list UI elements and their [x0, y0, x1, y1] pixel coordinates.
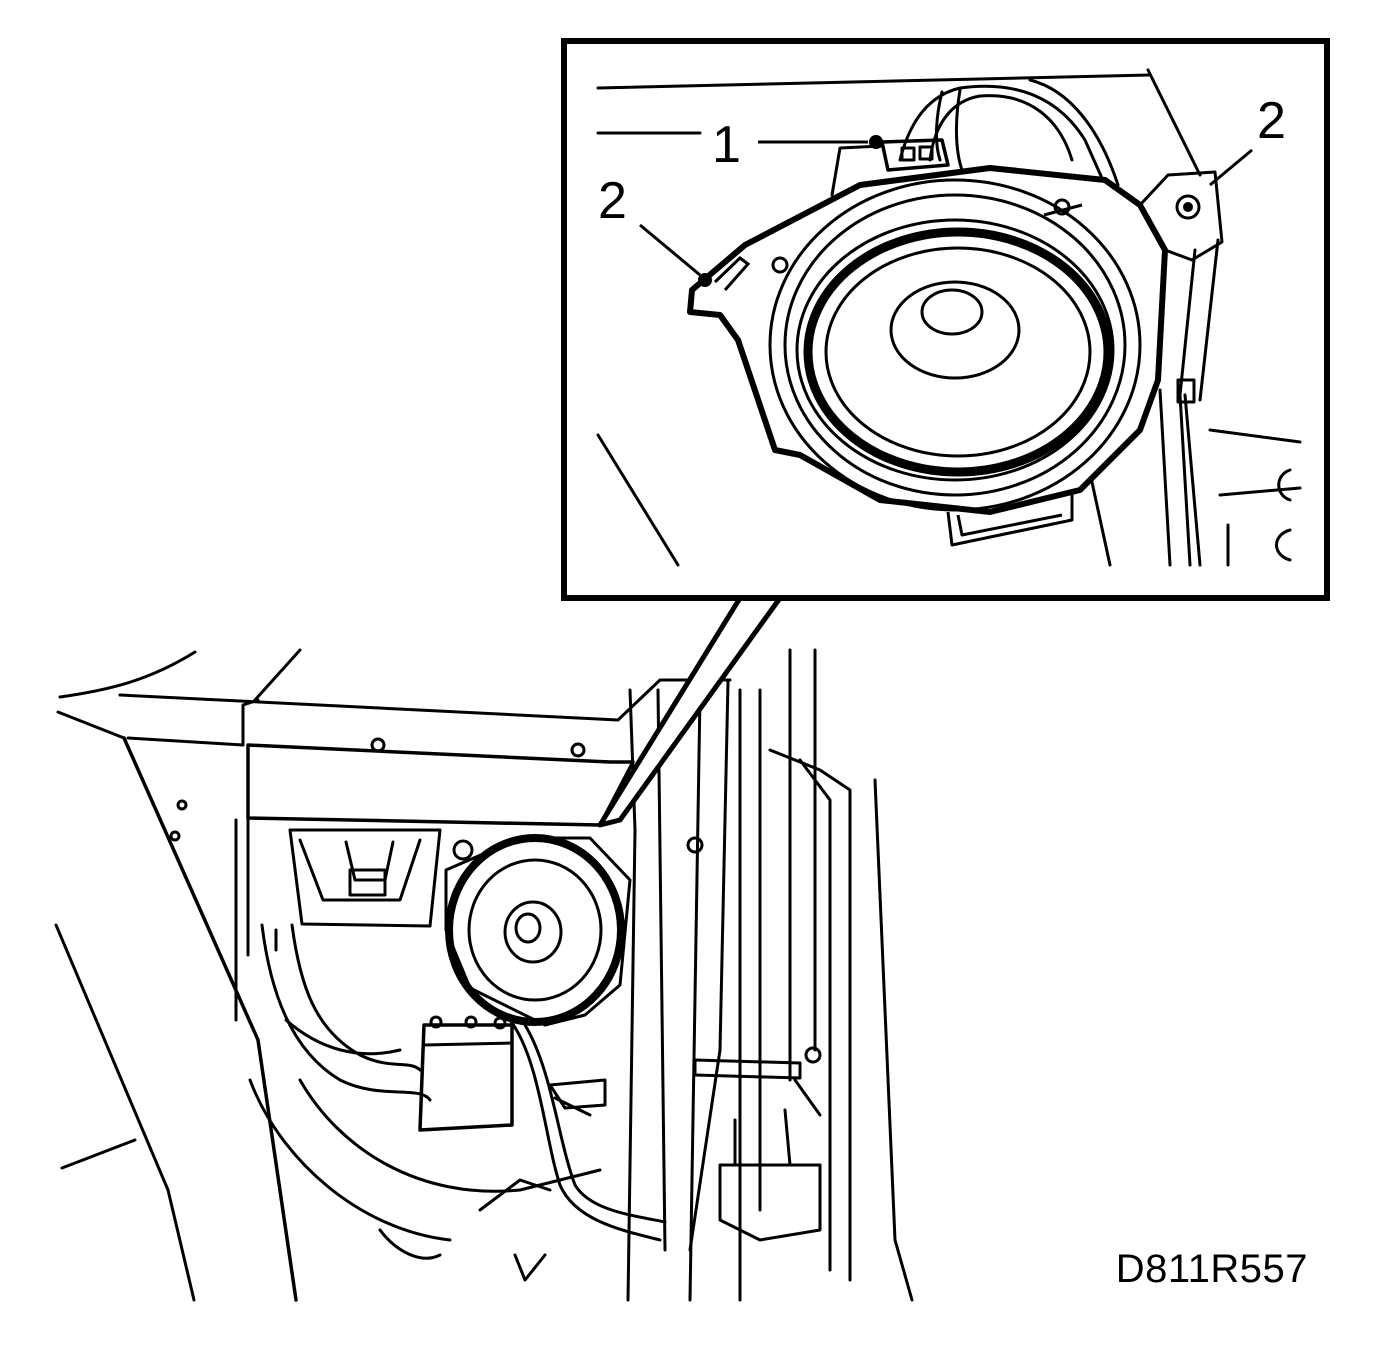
callout-connector: 1 [712, 116, 741, 174]
figure-id-label: D811R557 [1115, 1247, 1308, 1291]
callout-screw-right: 2 [1257, 92, 1286, 150]
connector-marker [869, 135, 883, 149]
screw-left-marker [698, 256, 751, 291]
leader-2-right [1209, 148, 1253, 187]
detail-inset: 1 2 2 [561, 38, 1330, 828]
leader-2-left [639, 223, 701, 277]
callout-screw-left: 2 [598, 172, 627, 230]
door-panel-view [54, 648, 914, 1302]
screw-right-marker [1175, 194, 1201, 220]
speaker-in-door [444, 834, 632, 1027]
speaker-detail [687, 165, 1168, 547]
